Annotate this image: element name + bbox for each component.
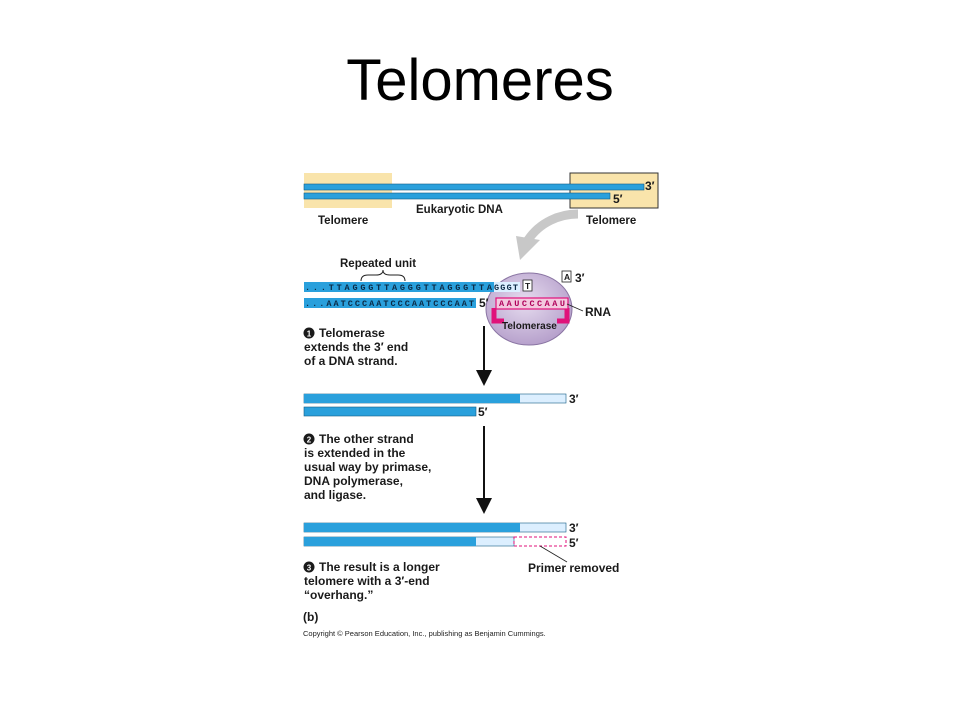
panel-label: (b)	[303, 610, 318, 624]
right-telomere-label: Telomere	[586, 215, 636, 227]
zoom-arrow	[524, 209, 579, 243]
step-2: 2 The other strand is extended in the us…	[303, 432, 435, 502]
step-3-marker-number: 3	[307, 564, 312, 573]
step-2-line-4: DNA polymerase,	[304, 474, 403, 488]
step2-3prime-label: 3′	[569, 521, 579, 535]
repeat-bottom-strand	[304, 298, 476, 308]
step1-3prime-label: 3′	[569, 392, 579, 406]
step-2-marker-number: 2	[307, 436, 312, 445]
repeat-5prime-label: 5′	[479, 296, 489, 310]
repeat-3prime-label: 3′	[575, 271, 585, 285]
nucleotide-T-text: T	[525, 281, 531, 291]
chromosome-overview: 3′ 5′ Telomere Eukaryotic DNA Telomere	[303, 172, 659, 227]
step-1-result: 3′ 5′	[303, 392, 579, 419]
rna-template-ends	[491, 308, 570, 324]
removed-primer-outline	[513, 536, 567, 547]
step-3-text: The result is a longer telomere with a 3…	[304, 560, 443, 602]
step-1-line-1: Telomerase	[319, 326, 385, 340]
left-telomere-label: Telomere	[318, 215, 368, 227]
zoom-arrowhead	[516, 236, 540, 260]
step2-bottom-strand	[304, 537, 476, 546]
incoming-nucleotide-T	[522, 279, 533, 292]
step-2-line-1: The other strand	[319, 432, 414, 446]
step-3-marker	[303, 561, 315, 573]
step1-bottom-strand	[303, 406, 477, 417]
eukaryotic-dna-label: Eukaryotic DNA	[416, 204, 503, 216]
step-1-text: Telomerase extends the 3′ end of a DNA s…	[304, 326, 412, 368]
step-3: 3 The result is a longer telomere with a…	[303, 560, 443, 602]
step-2-text: The other strand is extended in the usua…	[304, 432, 435, 502]
step1-5prime-label: 5′	[478, 405, 488, 419]
step1-top-strand	[304, 394, 520, 403]
step-2-result: 3′ 5′ Primer removed	[303, 521, 619, 575]
primer-removed-leader	[539, 545, 568, 563]
rna-label-leader	[566, 303, 584, 312]
step-1-line-2: extends the 3′ end	[304, 340, 408, 354]
top-3prime-label: 3′	[645, 179, 655, 193]
step-1-marker-number: 1	[307, 330, 312, 339]
step-2-marker	[303, 433, 315, 445]
primer-removed-label: Primer removed	[528, 561, 619, 575]
repeat-top-extension-seq: GGGT	[494, 283, 518, 293]
telomerase-complex: Repeated unit ...TTAGGGTTAGGGTTAGGGTTA G…	[304, 258, 611, 346]
repeat-top-sequence: ...TTAGGGTTAGGGTTAGGGTTA	[305, 283, 493, 293]
nucleotide-A-text: A	[564, 272, 570, 282]
incoming-nucleotide-A	[561, 270, 572, 283]
repeat-top-strand	[304, 282, 494, 292]
step-2-line-3: usual way by primase,	[304, 460, 431, 474]
copyright-notice: Copyright © Pearson Education, Inc., pub…	[303, 629, 546, 638]
step-1-marker	[303, 327, 315, 339]
step-3-line-3: “overhang.”	[304, 588, 373, 602]
step2-top-strand	[304, 523, 520, 532]
step-1: 1 Telomerase extends the 3′ end of a DNA…	[303, 326, 412, 368]
left-telomere-region	[304, 173, 392, 208]
repeat-top-extension	[494, 282, 520, 292]
rna-template	[495, 297, 569, 310]
slide-title: Telomeres	[346, 48, 614, 113]
bottom-dna-strand	[303, 192, 611, 200]
step-2-line-2: is extended in the	[304, 446, 406, 460]
step-1-line-3: of a DNA strand.	[304, 354, 398, 368]
step2-5prime-label: 5′	[569, 536, 579, 550]
right-telomere-region	[569, 172, 659, 209]
telomerase-label: Telomerase	[502, 321, 557, 332]
repeated-unit-label: Repeated unit	[340, 258, 416, 270]
rna-template-sequence: AAUCCCAAU	[499, 299, 565, 309]
top-dna-strand	[303, 183, 645, 191]
step-2-line-5: and ligase.	[304, 488, 366, 502]
repeated-unit-brace	[360, 269, 406, 282]
rna-label: RNA	[585, 305, 611, 319]
top-5prime-label: 5′	[613, 192, 623, 206]
step-3-line-1: The result is a longer	[319, 560, 440, 574]
step-3-line-2: telomere with a 3′-end	[304, 574, 430, 588]
